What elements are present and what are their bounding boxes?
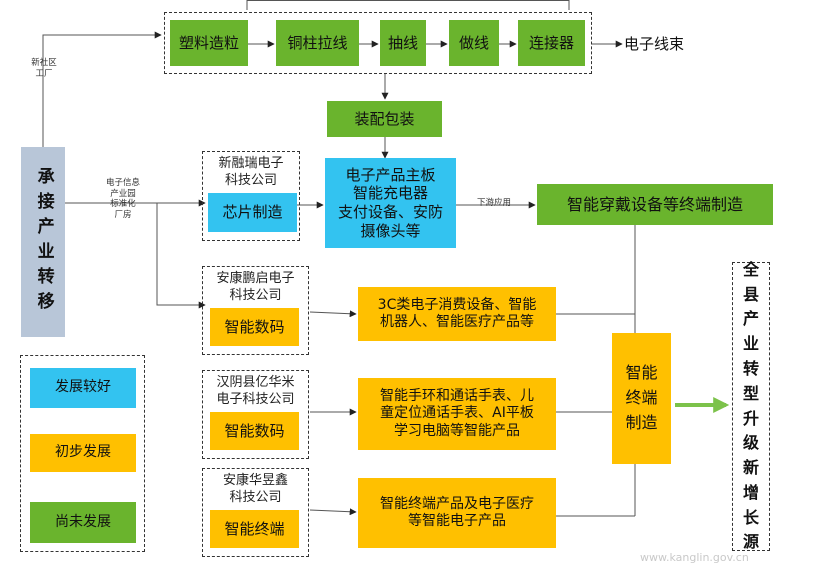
- company2-unit: 智能数码: [210, 308, 299, 346]
- company4-group: [202, 468, 309, 557]
- company1-name: 新融瑞电子 科技公司: [218, 156, 284, 188]
- terminal-label: 智能终端制造: [625, 363, 658, 432]
- product-row1: 3C类电子消费设备、智能 机器人、智能医疗产品等: [358, 287, 556, 341]
- assembly-box: 装配包装: [327, 101, 442, 137]
- company2-name: 安康鹏启电子 科技公司: [216, 271, 295, 303]
- main-label: 承接产业转移: [21, 147, 65, 337]
- chip-box: 芯片制造: [208, 193, 297, 232]
- wearable-box: 智能穿戴设备等终端制造: [537, 184, 773, 225]
- chain-step-draw: 抽线: [380, 20, 426, 66]
- chain-step-wire: 做线: [449, 20, 499, 66]
- company4-name: 安康华昱鑫 科技公司: [222, 473, 288, 505]
- product-row2: 智能手环和通话手表、儿 童定位通话手表、AI平板 学习电脑等智能产品: [358, 378, 556, 450]
- watermark-text: www.kanglin.gov.cn: [640, 551, 749, 564]
- chain-step-copper: 铜柱拉线: [276, 20, 359, 66]
- company3-group: [202, 370, 309, 459]
- legend-initial: 初步发展: [30, 434, 136, 472]
- legend-group: [20, 355, 145, 552]
- chain-step-connector: 连接器: [518, 20, 585, 66]
- manufacturing-chain-group: [164, 12, 592, 74]
- company3-name: 汉阴县亿华米 电子科技公司: [216, 375, 295, 407]
- downstream-label: 下游应用: [476, 198, 511, 208]
- company1-group: [202, 151, 300, 241]
- source-label: 新社区 工厂: [31, 58, 57, 79]
- company2-group: [202, 266, 309, 355]
- products-box: 电子产品主板 智能充电器 支付设备、安防 摄像头等: [325, 158, 456, 248]
- company3-unit: 智能数码: [210, 412, 299, 450]
- chain-step-plastic: 塑料造粒: [170, 20, 248, 66]
- branch-label: 电子信息 产业园 标准化 厂房: [105, 178, 140, 220]
- legend-none: 尚未发展: [30, 502, 136, 543]
- company4-unit: 智能终端: [210, 510, 299, 548]
- legend-good: 发展较好: [30, 368, 136, 408]
- result-label: 全县产业转型升级新增长源: [743, 259, 760, 552]
- result-text-box: 全县产业转型升级新增长源: [734, 260, 768, 552]
- terminal-box: 智能终端制造: [612, 333, 671, 464]
- chain-output-label: 电子线束: [624, 35, 685, 53]
- result-group: [732, 262, 770, 551]
- product-row3: 智能终端产品及电子医疗 等智能电子产品: [358, 478, 556, 548]
